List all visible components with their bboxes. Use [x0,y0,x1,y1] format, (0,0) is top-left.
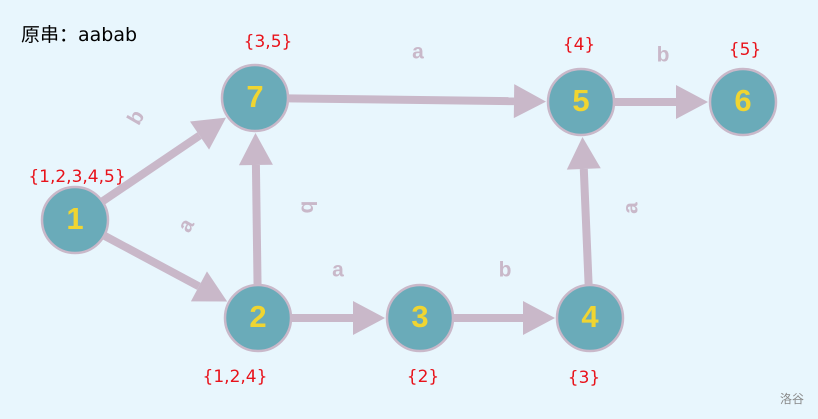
endpos-set: {5} [729,40,761,60]
state-node-6 [708,67,778,137]
endpos-set: {3} [568,368,600,388]
edge-7-5 [287,94,515,106]
edge-1-7 [100,132,202,205]
edge-label: b [657,44,670,67]
state-node-1 [40,185,110,255]
source-string-title: 原串：aabab [21,24,138,46]
arrowhead-icon [190,271,228,302]
edge-4-5 [579,168,593,286]
state-node-5 [546,67,616,137]
endpos-set: {4} [563,35,595,55]
endpos-set: {3,5} [244,32,293,52]
arrowhead-icon [238,132,273,166]
edge-label: b [296,201,319,214]
state-id: 1 [66,201,83,236]
arrowhead-icon [353,301,385,335]
watermark: 洛谷 [779,392,804,406]
state-id: 2 [249,299,266,334]
endpos-set: {2} [407,367,439,387]
state-id: 3 [411,299,428,334]
state-id: 5 [572,83,589,118]
state-node-7 [220,63,290,133]
edge-label: a [173,214,199,236]
edge-2-7 [251,164,262,286]
state-id: 6 [734,83,751,118]
edge-label: a [412,41,424,64]
edge-label: b [123,106,149,129]
arrowhead-icon [513,84,547,119]
edge-1-2 [102,232,201,290]
edge-label: a [332,259,344,282]
state-node-4 [555,283,625,353]
state-id: 4 [581,299,599,334]
endpos-set: {1,2,4} [203,367,268,387]
arrowhead-icon [676,85,708,119]
state-node-3 [385,283,455,353]
edge-label: b [499,259,512,282]
arrowhead-icon [190,117,227,150]
arrowhead-icon [566,136,601,170]
edge-label: a [620,202,643,214]
state-node-2 [223,283,293,353]
state-id: 7 [246,79,263,114]
arrowhead-icon [523,301,555,335]
endpos-set: {1,2,3,4,5} [28,167,125,187]
